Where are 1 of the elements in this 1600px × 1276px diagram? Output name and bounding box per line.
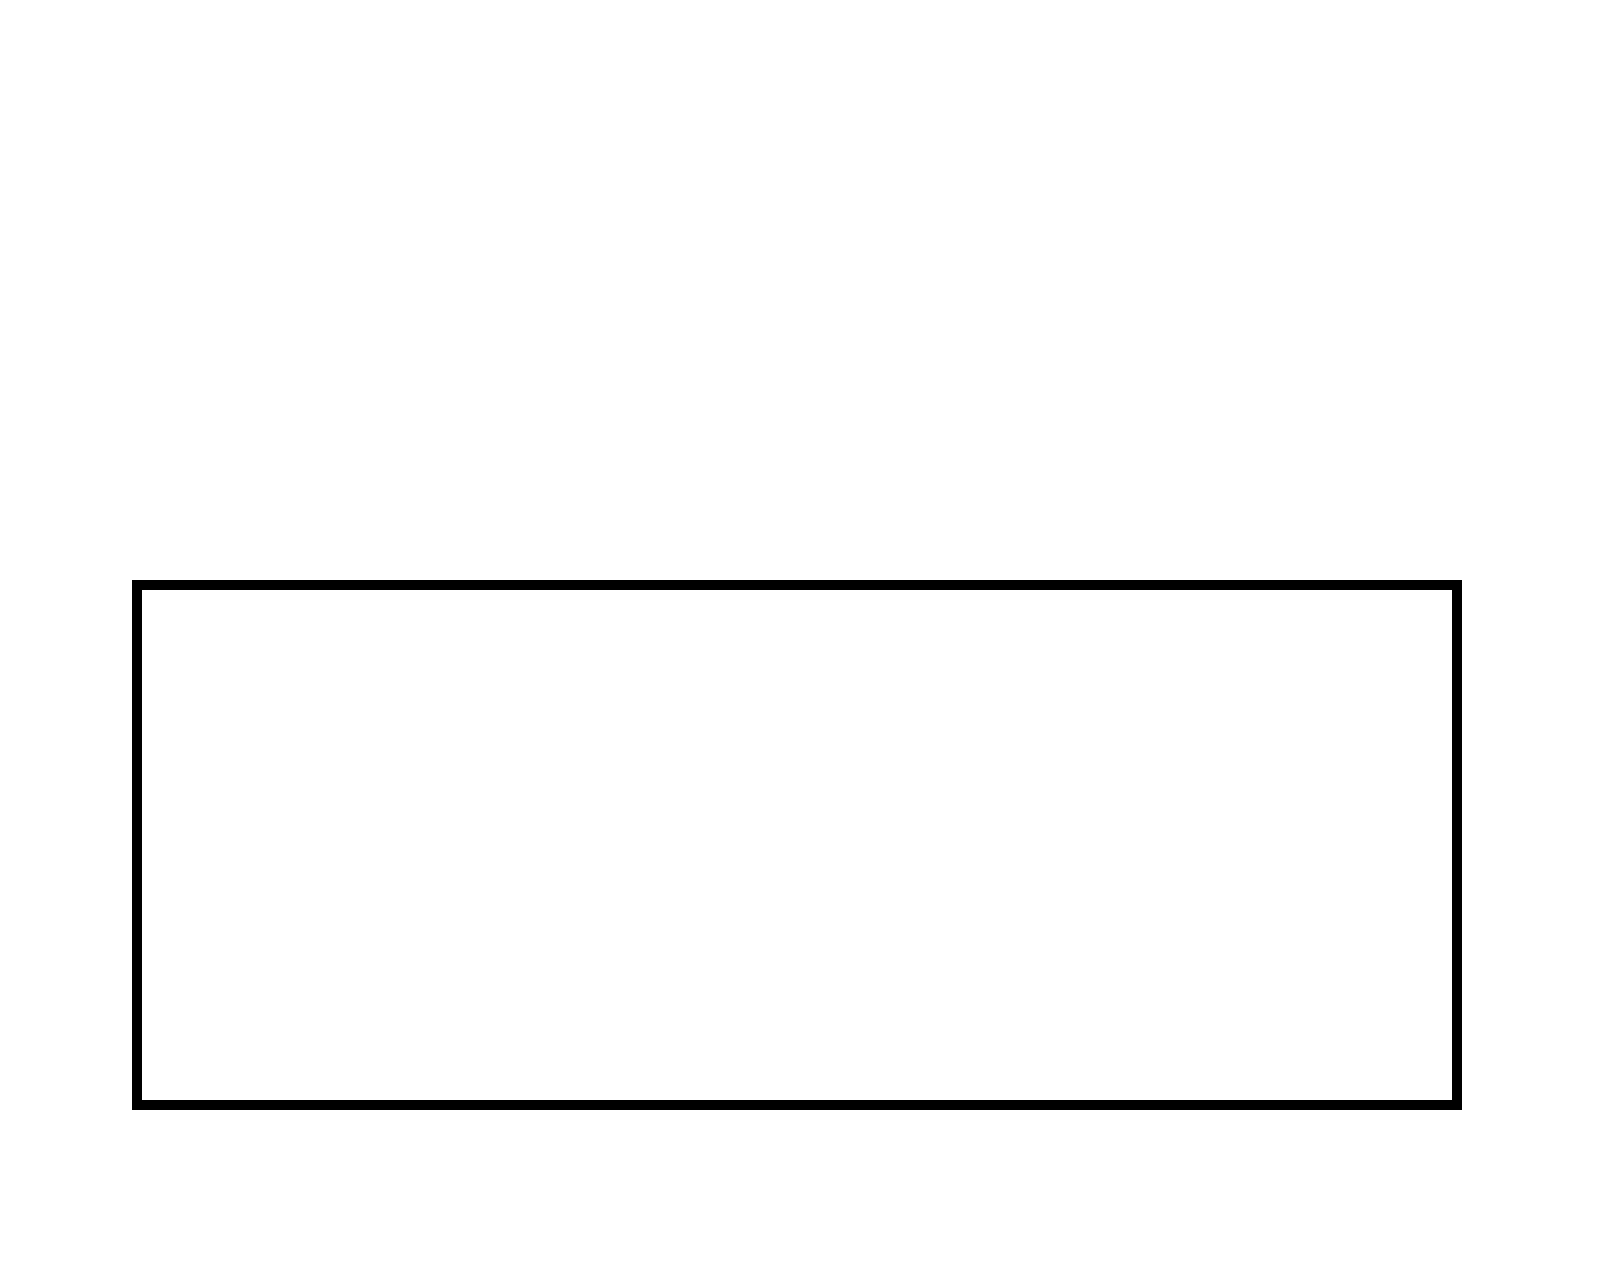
empty-box [132,580,1462,1110]
